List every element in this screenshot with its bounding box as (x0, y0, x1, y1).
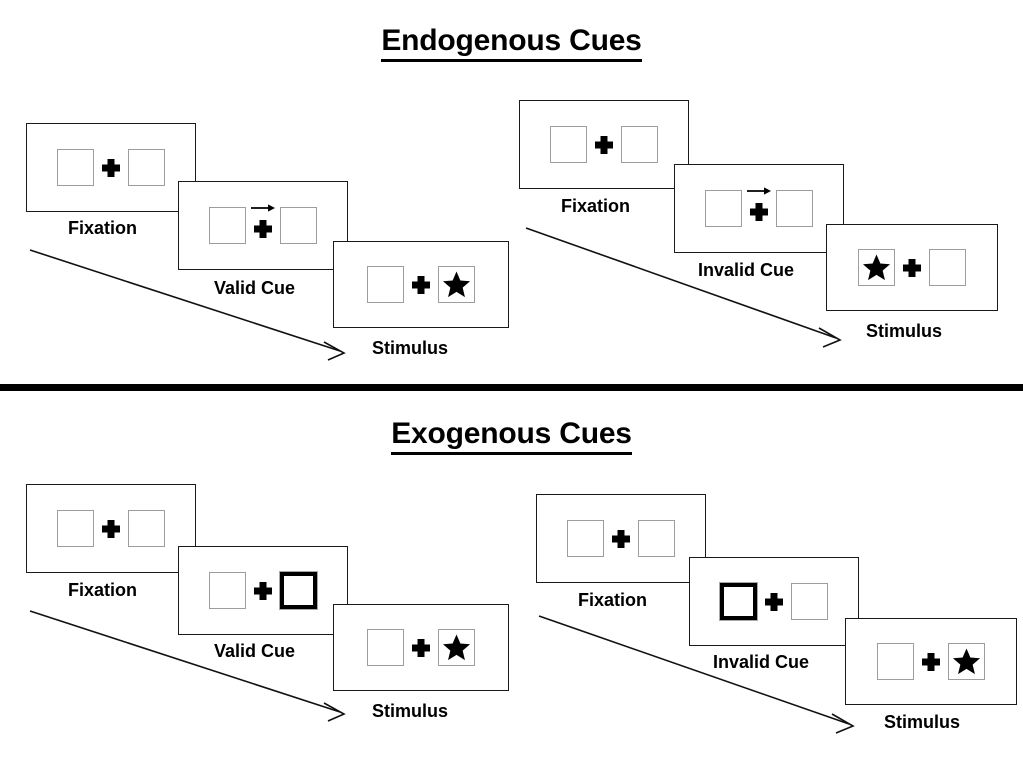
panel-endogenous-valid-cue (178, 181, 348, 270)
caption-endogenous-valid-cue: Valid Cue (214, 278, 296, 298)
panel-content (209, 571, 318, 610)
stimulus-box-right (638, 520, 675, 557)
panel-content (367, 266, 475, 303)
panel-exogenous-invalid-fixation (536, 494, 706, 583)
panel-exogenous-invalid-cue (689, 557, 859, 646)
fixation-cross-icon (246, 572, 280, 609)
section-divider (0, 384, 1023, 391)
section-title-exogenous: Exogenous Cues (0, 417, 1023, 455)
caption-exogenous-valid-stimulus: Stimulus (372, 701, 449, 721)
caption-endogenous-invalid-fixation: Fixation (561, 196, 631, 216)
stimulus-box-right-target (438, 629, 475, 666)
stimulus-box-right-target (438, 266, 475, 303)
arrow-cue-right-icon (250, 203, 276, 213)
panel-content (367, 629, 475, 666)
fixation-cross-icon (587, 126, 621, 163)
caption-exogenous-invalid-cue: Invalid Cue (713, 652, 810, 672)
panel-endogenous-invalid-stimulus (826, 224, 998, 311)
star-target-icon (952, 648, 981, 675)
panel-endogenous-invalid-fixation (519, 100, 689, 189)
stimulus-box-right (791, 583, 828, 620)
stimulus-box-left (567, 520, 604, 557)
stimulus-box-left (367, 266, 404, 303)
fixation-cross-icon (94, 510, 128, 547)
caption-endogenous-valid-stimulus: Stimulus (372, 338, 449, 358)
panel-content (209, 204, 317, 244)
fixation-cross-icon (757, 583, 791, 620)
panel-content (858, 249, 966, 286)
stimulus-box-right-target (948, 643, 985, 680)
caption-exogenous-valid-fixation: Fixation (68, 580, 138, 600)
stimulus-box-right (776, 190, 813, 227)
stimulus-box-left-target (858, 249, 895, 286)
arrow-cue-right-icon (746, 186, 772, 196)
stimulus-box-right (128, 149, 165, 186)
caption-endogenous-invalid-stimulus: Stimulus (866, 321, 943, 341)
caption-exogenous-valid-cue: Valid Cue (214, 641, 296, 661)
section-title-endogenous-text: Endogenous Cues (381, 24, 642, 62)
caption-exogenous-invalid-fixation: Fixation (578, 590, 648, 610)
fixation-cross-icon (404, 629, 438, 666)
stimulus-box-left (57, 510, 94, 547)
stimulus-box-right (280, 207, 317, 244)
panel-exogenous-valid-stimulus (333, 604, 509, 691)
panel-exogenous-invalid-stimulus (845, 618, 1017, 705)
panel-content (550, 126, 658, 163)
panel-content (719, 582, 828, 621)
panel-content (567, 520, 675, 557)
fixation-cross-icon (404, 266, 438, 303)
panel-content (57, 149, 165, 186)
section-title-endogenous: Endogenous Cues (0, 24, 1023, 62)
panel-endogenous-valid-stimulus (333, 241, 509, 328)
stimulus-box-left (705, 190, 742, 227)
stimulus-box-right (128, 510, 165, 547)
star-target-icon (442, 271, 471, 298)
section-title-exogenous-text: Exogenous Cues (391, 417, 632, 455)
panel-content (57, 510, 165, 547)
star-target-icon (862, 254, 891, 281)
caption-endogenous-valid-fixation: Fixation (68, 218, 138, 238)
fixation-cross-icon (895, 249, 929, 286)
fixation-cross-icon (742, 187, 776, 227)
caption-endogenous-invalid-cue: Invalid Cue (698, 260, 795, 280)
fixation-cross-icon (94, 149, 128, 186)
panel-endogenous-invalid-cue (674, 164, 844, 253)
panel-endogenous-valid-fixation (26, 123, 196, 212)
fixation-cross-icon (246, 204, 280, 244)
stimulus-box-right (621, 126, 658, 163)
fixation-cross-icon (604, 520, 638, 557)
stimulus-box-left (209, 207, 246, 244)
stimulus-box-left-cued (719, 582, 758, 621)
panel-content (705, 187, 813, 227)
stimulus-box-left (209, 572, 246, 609)
caption-exogenous-invalid-stimulus: Stimulus (884, 712, 961, 732)
stimulus-box-left (367, 629, 404, 666)
panel-exogenous-valid-cue (178, 546, 348, 635)
stimulus-box-left (877, 643, 914, 680)
stimulus-box-right-cued (279, 571, 318, 610)
stimulus-box-left (550, 126, 587, 163)
stimulus-box-left (57, 149, 94, 186)
star-target-icon (442, 634, 471, 661)
stimulus-box-right (929, 249, 966, 286)
panel-exogenous-valid-fixation (26, 484, 196, 573)
panel-content (877, 643, 985, 680)
fixation-cross-icon (914, 643, 948, 680)
